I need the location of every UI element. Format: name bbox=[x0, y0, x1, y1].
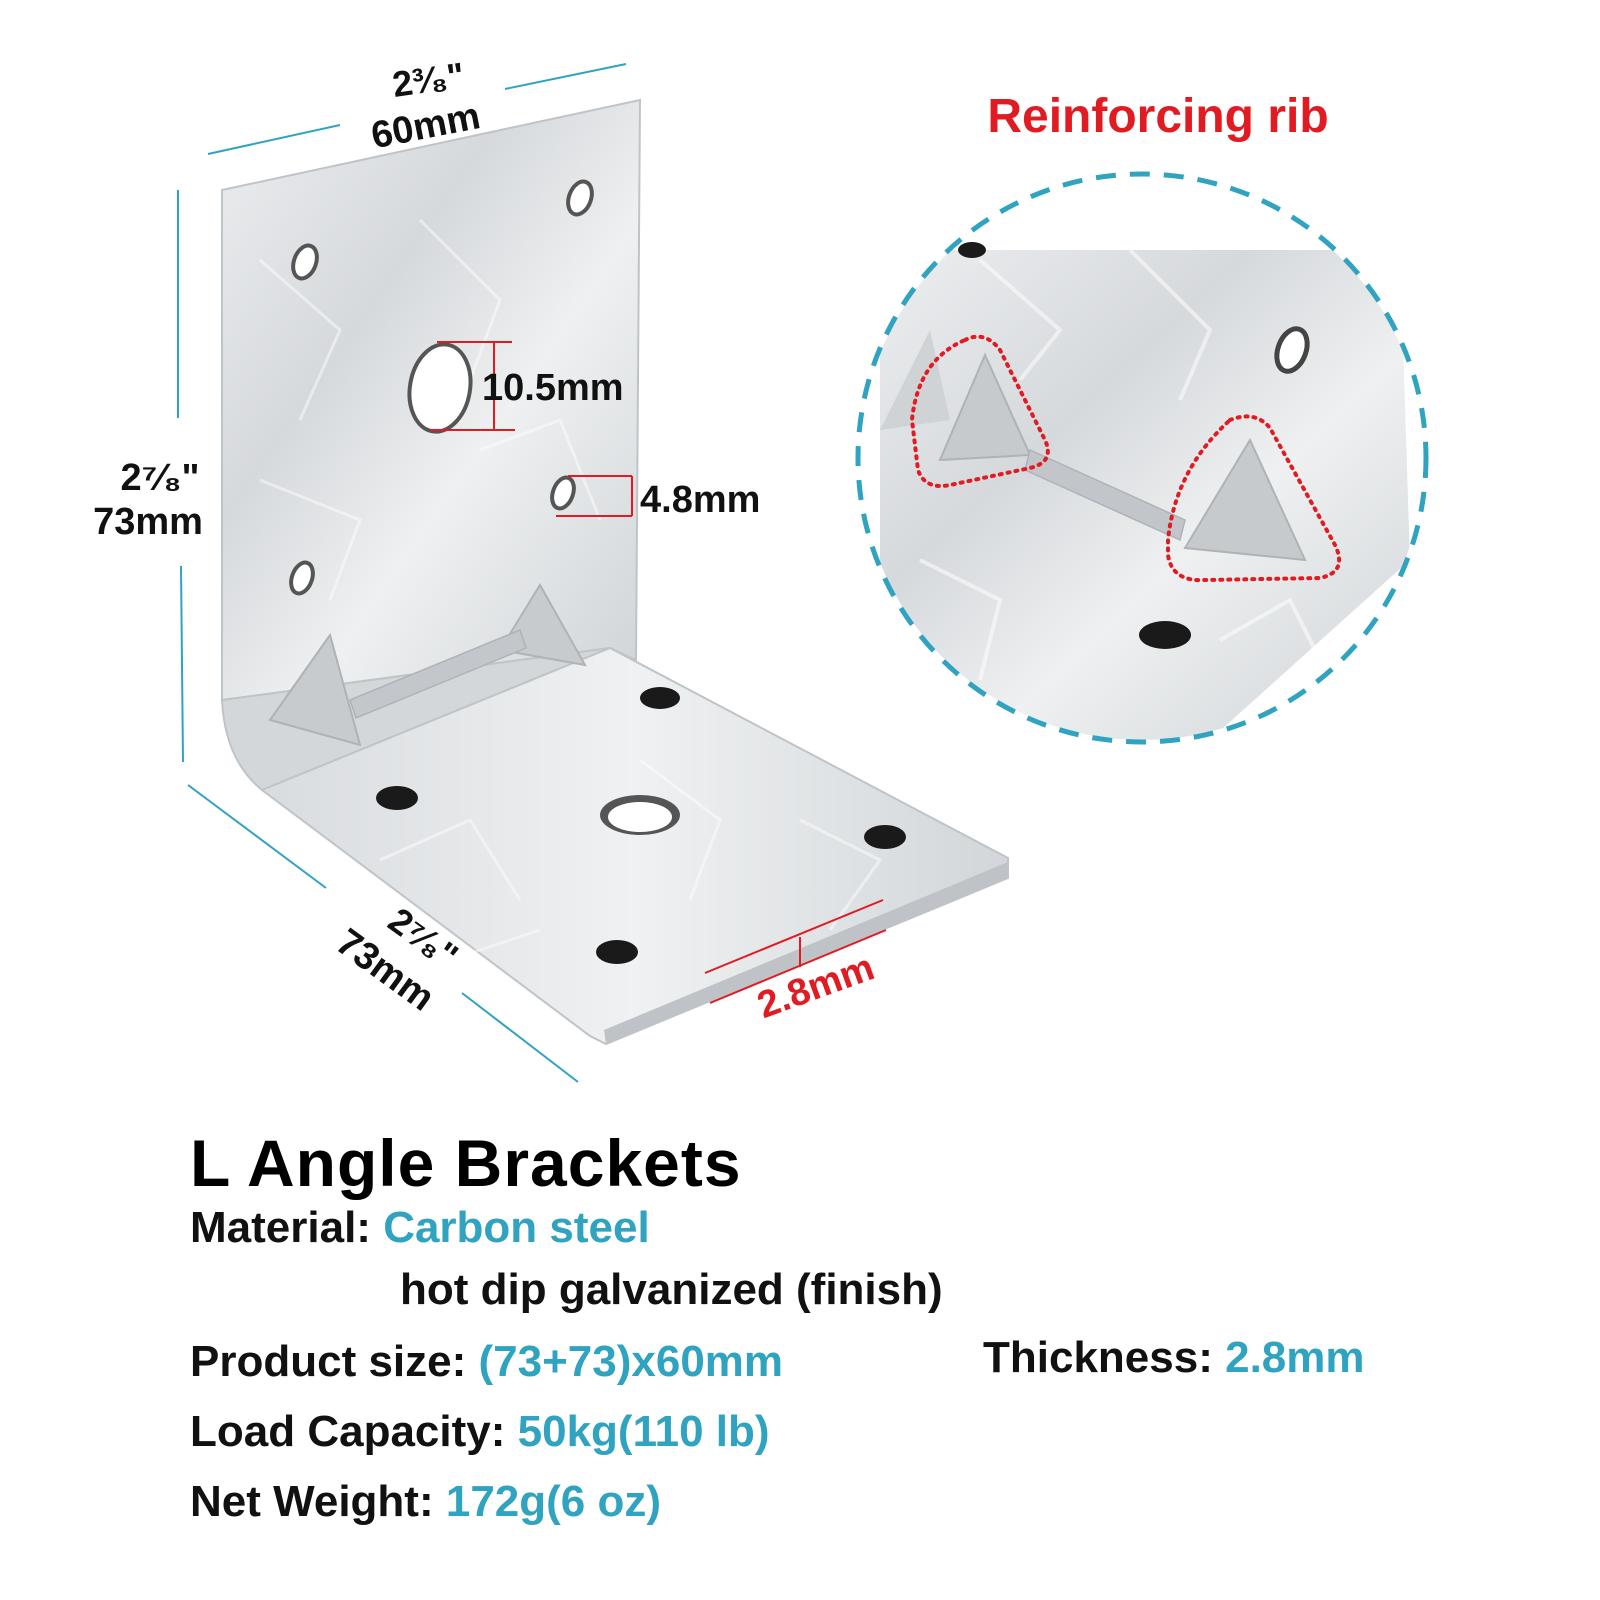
hole bbox=[289, 560, 315, 596]
height-frac: 2⁷⁄₈" bbox=[121, 457, 200, 499]
material-label: Material: bbox=[190, 1203, 371, 1252]
material-row: Material: Carbon steel bbox=[190, 1203, 650, 1253]
hole bbox=[376, 786, 418, 810]
hole bbox=[550, 475, 576, 511]
weight-label: Net Weight: bbox=[190, 1477, 434, 1526]
large-hole-label: 10.5mm bbox=[482, 367, 624, 409]
small-hole-label: 4.8mm bbox=[640, 479, 760, 521]
mounting-holes bbox=[289, 179, 594, 596]
weight-row: Net Weight: 172g(6 oz) bbox=[190, 1477, 661, 1527]
size-value: (73+73)x60mm bbox=[478, 1337, 784, 1386]
reinforcing-rib bbox=[268, 583, 587, 747]
load-value: 50kg(110 lb) bbox=[517, 1407, 770, 1456]
thickness-spec-label: Thickness: bbox=[983, 1333, 1213, 1382]
hole bbox=[566, 179, 594, 217]
callout-title: Reinforcing rib bbox=[987, 90, 1328, 143]
size-row: Product size: (73+73)x60mm bbox=[190, 1337, 783, 1387]
dimension-lines bbox=[177, 63, 627, 1083]
thickness-spec-value: 2.8mm bbox=[1225, 1333, 1365, 1382]
measure-marks bbox=[430, 341, 887, 1004]
large-hole bbox=[407, 342, 473, 434]
base-holes bbox=[376, 687, 906, 964]
hole bbox=[291, 243, 319, 281]
l-bracket bbox=[220, 98, 1009, 1046]
hole bbox=[864, 825, 906, 849]
product-title: L Angle Brackets bbox=[190, 1126, 742, 1200]
load-row: Load Capacity: 50kg(110 lb) bbox=[190, 1407, 770, 1457]
hole bbox=[640, 687, 680, 709]
rib-highlight-left bbox=[909, 334, 1050, 488]
rib-detail-circle bbox=[855, 171, 1429, 745]
load-label: Load Capacity: bbox=[190, 1407, 506, 1456]
top-width-frac: 2³⁄₈" bbox=[390, 54, 467, 105]
height-mm: 73mm bbox=[93, 501, 203, 543]
size-label: Product size: bbox=[190, 1337, 467, 1386]
weight-value: 172g(6 oz) bbox=[445, 1477, 662, 1526]
hole bbox=[596, 940, 638, 964]
material-value: Carbon steel bbox=[383, 1203, 650, 1252]
thickness-row: Thickness: 2.8mm bbox=[983, 1333, 1365, 1383]
finish-text: hot dip galvanized (finish) bbox=[400, 1265, 943, 1314]
